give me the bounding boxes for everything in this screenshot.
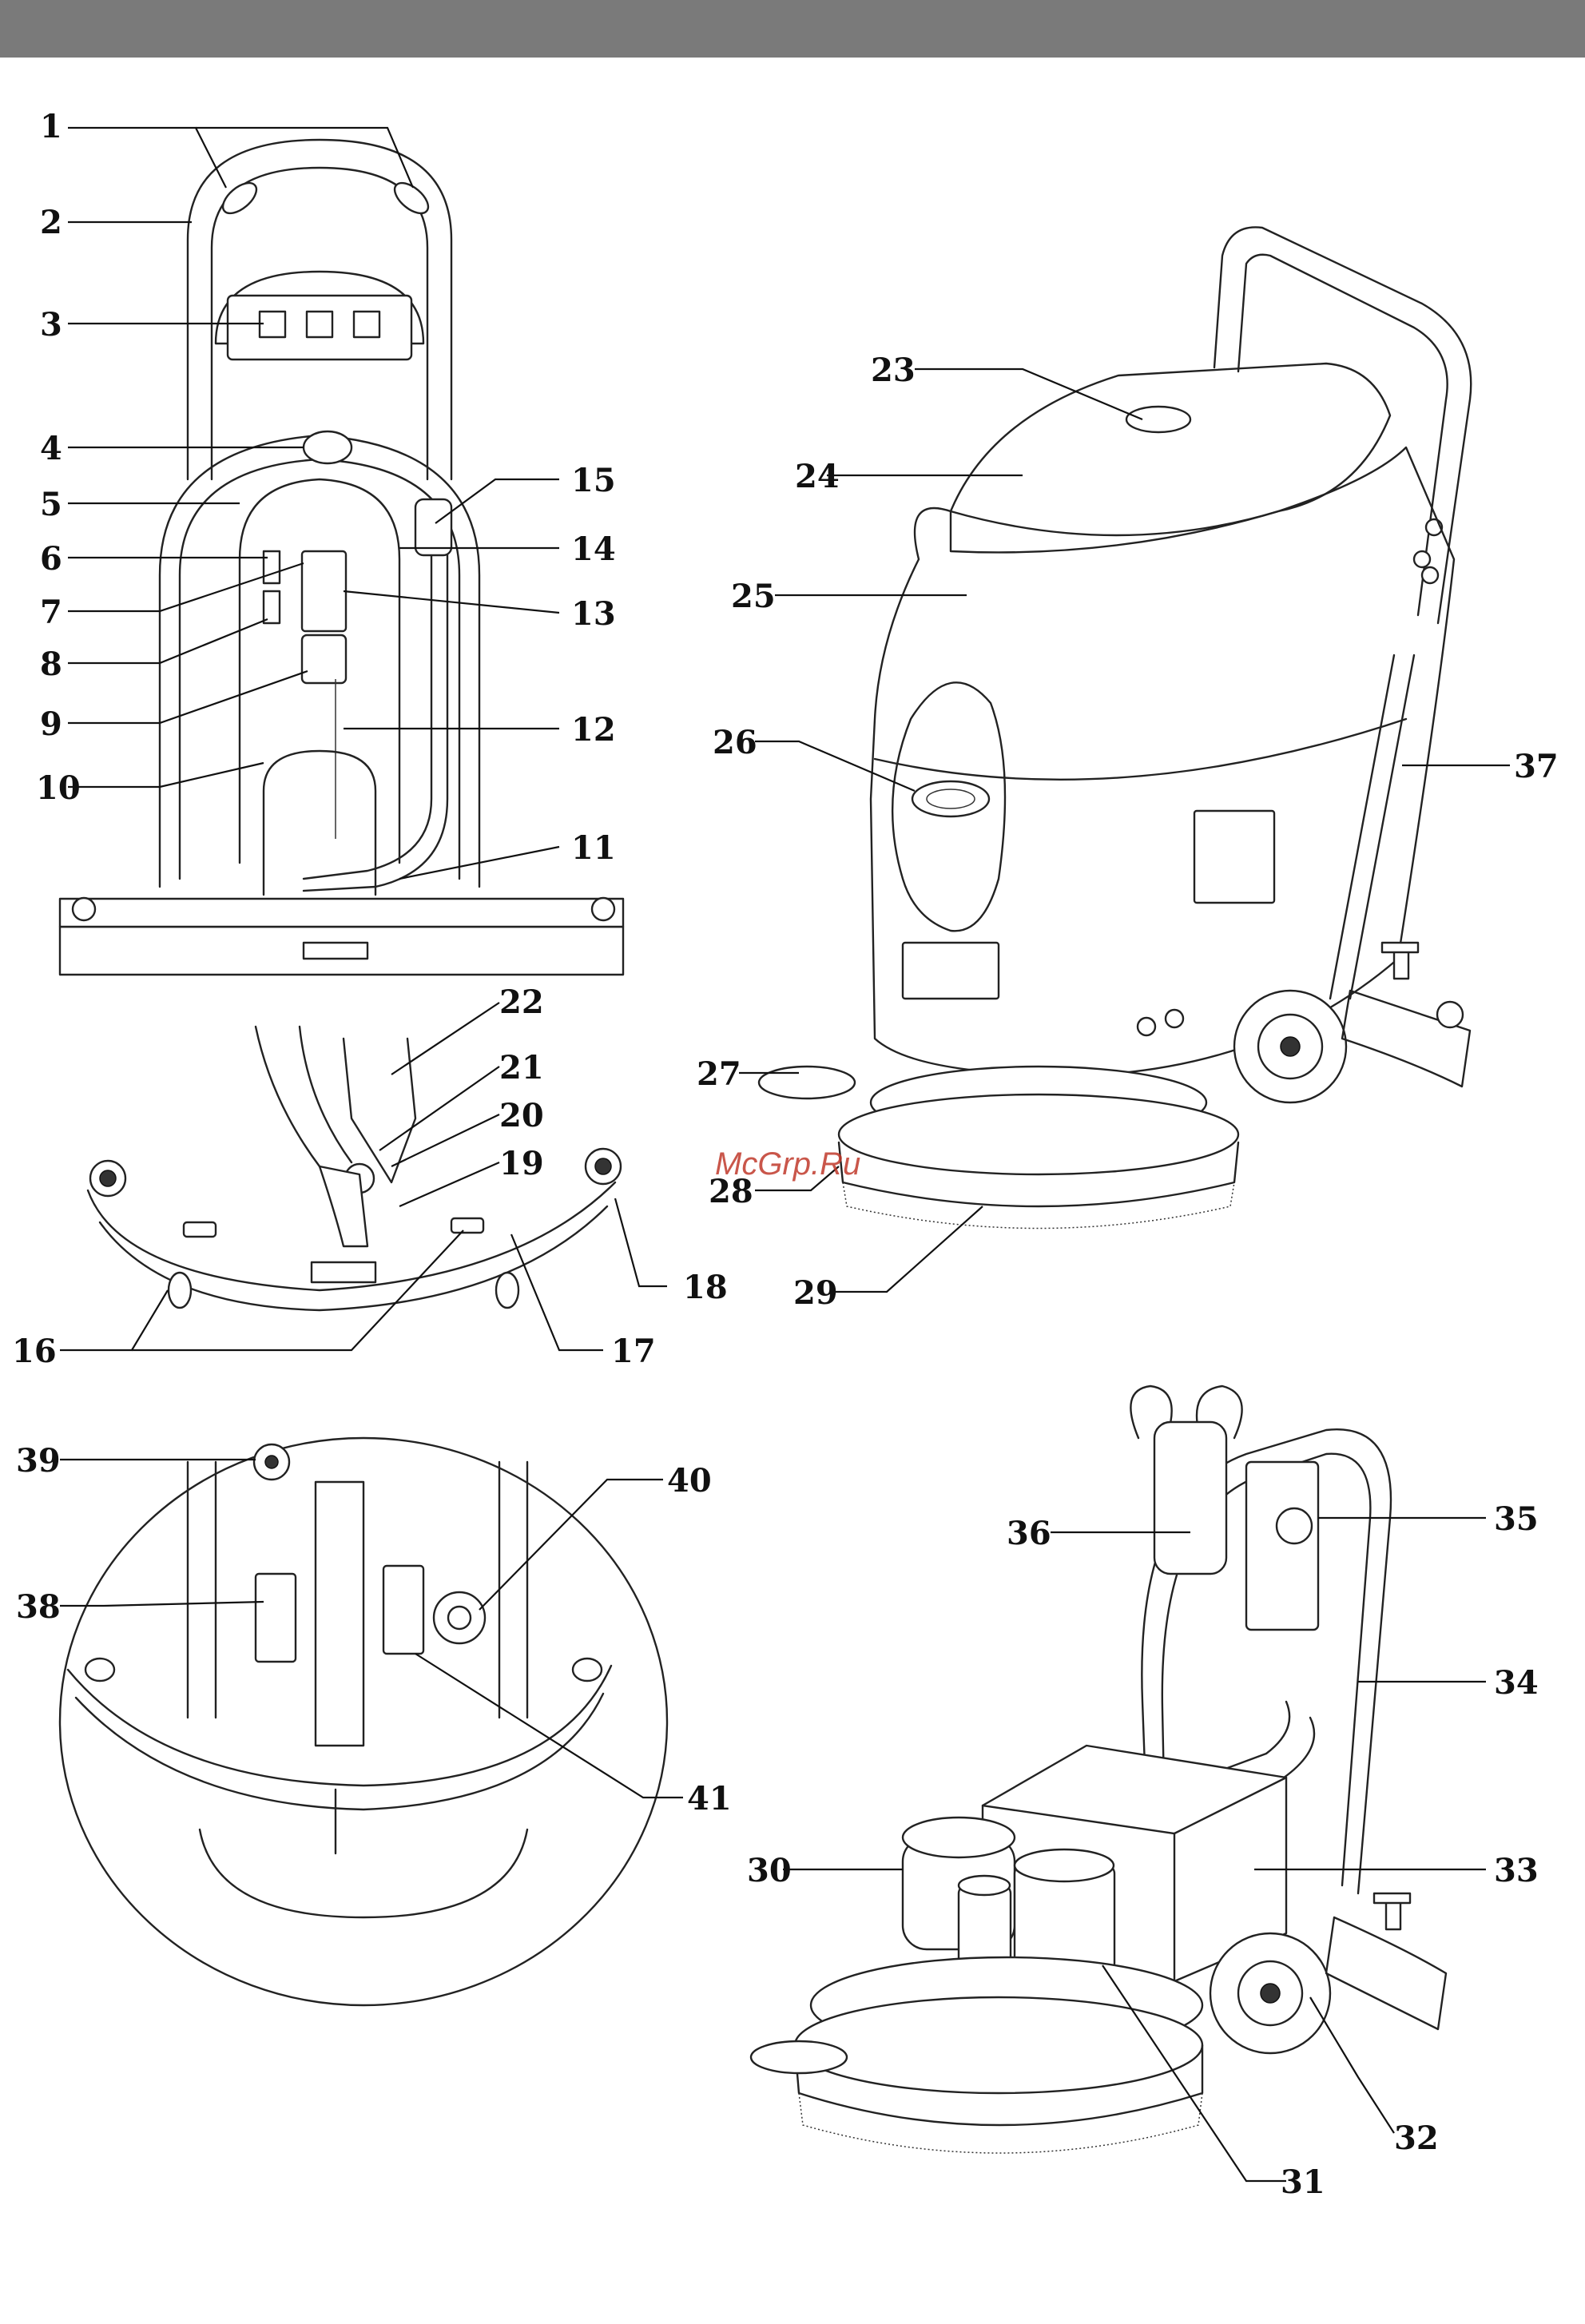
- callout-5: 5: [40, 486, 62, 523]
- callout-16: 16: [12, 1333, 57, 1370]
- callout-12: 12: [571, 711, 616, 749]
- callout-17: 17: [611, 1333, 656, 1370]
- callout-25: 25: [731, 578, 776, 615]
- callout-32: 32: [1394, 2119, 1439, 2157]
- callout-37: 37: [1514, 748, 1559, 785]
- callout-9: 9: [40, 705, 62, 743]
- callout-35: 35: [1494, 1500, 1539, 1538]
- callout-29: 29: [793, 1274, 838, 1312]
- callout-24: 24: [795, 458, 840, 495]
- callout-13: 13: [571, 595, 616, 633]
- callout-14: 14: [571, 530, 616, 568]
- callout-8: 8: [40, 646, 62, 683]
- callout-19: 19: [499, 1145, 544, 1182]
- callout-10: 10: [36, 769, 81, 807]
- callout-6: 6: [40, 540, 62, 578]
- underside-view-drawing: [60, 1438, 667, 2005]
- callout-33: 33: [1494, 1852, 1539, 1889]
- callout-7: 7: [40, 594, 62, 631]
- machine-interior-drawing: [751, 1386, 1446, 2153]
- callout-2: 2: [40, 204, 62, 241]
- watermark-text: McGrp.Ru: [715, 1146, 860, 1182]
- callout-22: 22: [499, 983, 544, 1021]
- callout-4: 4: [40, 430, 62, 467]
- callout-11: 11: [571, 829, 616, 867]
- callout-15: 15: [571, 462, 616, 499]
- callout-41: 41: [687, 1780, 732, 1817]
- callout-40: 40: [667, 1462, 712, 1500]
- callout-34: 34: [1494, 1664, 1539, 1702]
- callout-21: 21: [499, 1049, 544, 1087]
- callout-23: 23: [871, 352, 916, 389]
- callout-31: 31: [1281, 2163, 1325, 2201]
- callout-36: 36: [1007, 1515, 1051, 1552]
- callout-3: 3: [40, 306, 62, 344]
- callout-18: 18: [683, 1269, 728, 1306]
- callout-38: 38: [16, 1588, 61, 1626]
- callout-30: 30: [747, 1852, 792, 1889]
- callout-20: 20: [499, 1097, 544, 1134]
- callout-26: 26: [713, 724, 757, 761]
- callout-1: 1: [40, 108, 62, 145]
- machine-exterior-drawing: [759, 227, 1471, 1228]
- callout-27: 27: [697, 1055, 741, 1093]
- callout-39: 39: [16, 1442, 61, 1480]
